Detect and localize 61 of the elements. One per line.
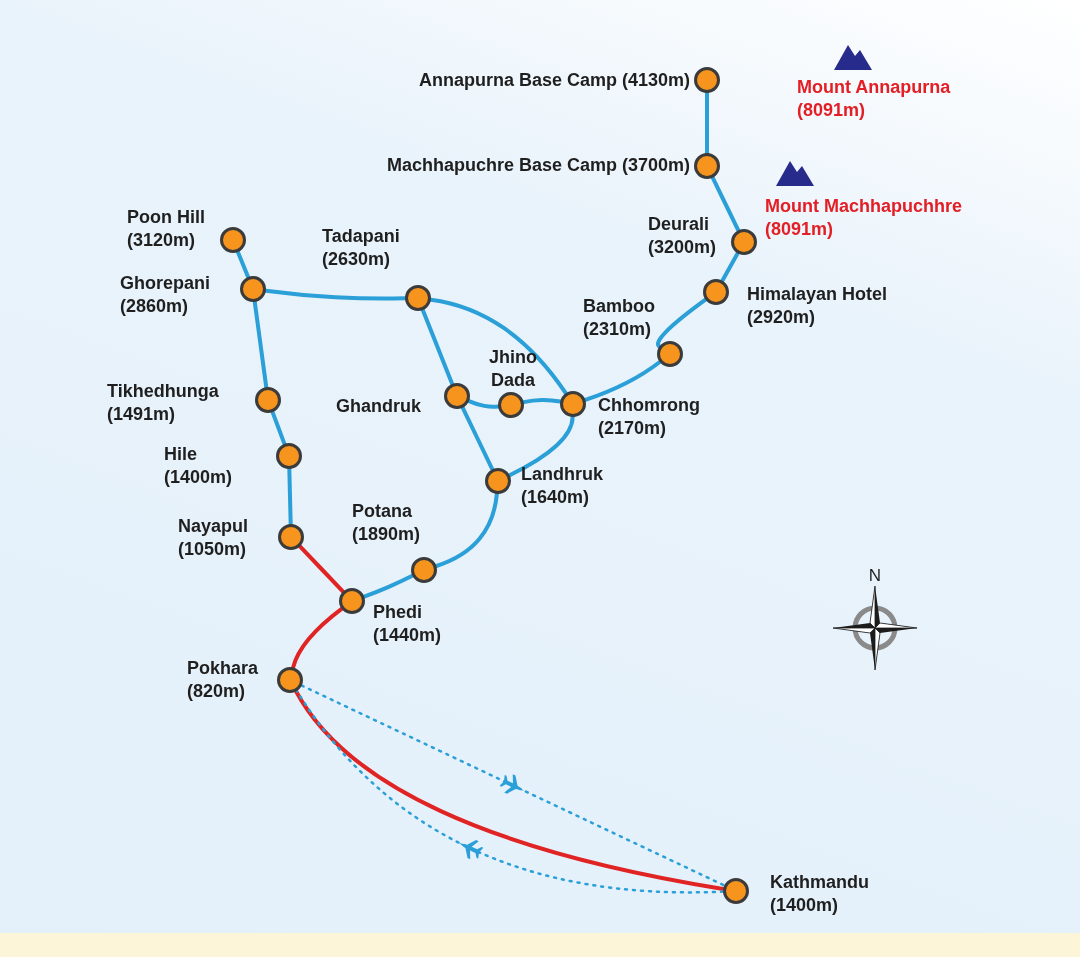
route-line	[362, 573, 415, 599]
place-label: Jhino Dada	[488, 346, 538, 391]
location-dot	[498, 392, 524, 418]
place-label: Ghandruk	[336, 395, 422, 418]
location-dot	[278, 524, 304, 550]
route-line	[291, 606, 344, 670]
place-label: Poon Hill (3120m)	[127, 206, 206, 251]
route-line	[287, 467, 293, 526]
peak-label: Mount Machhapuchhre (8091m)	[765, 195, 963, 240]
location-dot	[694, 67, 720, 93]
location-dot	[485, 468, 511, 494]
location-dot	[405, 285, 431, 311]
peak-label: Mount Annapurna (8091m)	[797, 76, 952, 121]
place-label: Potana (1890m)	[352, 500, 422, 545]
location-dot	[339, 588, 365, 614]
place-label: Hile (1400m)	[164, 443, 234, 488]
location-dot	[444, 383, 470, 409]
place-label: Kathmandu (1400m)	[770, 871, 870, 916]
route-line	[235, 250, 251, 279]
route-line	[428, 297, 568, 396]
location-dot	[255, 387, 281, 413]
place-label: Bamboo (2310m)	[583, 295, 656, 340]
route-line	[460, 405, 495, 472]
place-label: Himalayan Hotel (2920m)	[747, 283, 889, 328]
route-line	[705, 91, 709, 155]
location-dot	[657, 341, 683, 367]
location-dot	[411, 557, 437, 583]
location-dot	[276, 443, 302, 469]
route-line	[521, 397, 563, 405]
location-dot	[277, 667, 303, 693]
place-label: Phedi (1440m)	[373, 601, 443, 646]
place-label: Annapurna Base Camp (4130m)	[417, 69, 690, 92]
place-label: Nayapul (1050m)	[178, 515, 250, 560]
place-label: Pokhara (820m)	[187, 657, 260, 702]
north-label: N	[867, 565, 883, 587]
location-dot	[694, 153, 720, 179]
location-dot	[723, 878, 749, 904]
place-label: Tikhedhunga (1491m)	[107, 380, 220, 425]
place-label: Machhapuchre Base Camp (3700m)	[385, 154, 690, 177]
location-dot	[560, 391, 586, 417]
route-line	[720, 251, 740, 283]
place-label: Chhomrong (2170m)	[598, 394, 701, 439]
location-dot	[240, 276, 266, 302]
route-line	[270, 410, 287, 446]
place-label: Landhruk (1640m)	[521, 463, 604, 508]
route-line	[263, 288, 407, 301]
location-dot	[703, 279, 729, 305]
place-label: Tadapani (2630m)	[322, 225, 401, 270]
route-line	[434, 491, 499, 568]
route-line	[710, 175, 741, 233]
place-label: Ghorepani (2860m)	[120, 272, 211, 317]
location-dot	[731, 229, 757, 255]
route-line	[420, 308, 455, 386]
route-line	[297, 544, 346, 594]
route-line	[507, 415, 575, 478]
route-line	[466, 399, 501, 409]
route-line	[583, 359, 662, 402]
location-dot	[220, 227, 246, 253]
place-label: Deurali (3200m)	[648, 213, 718, 258]
route-line	[656, 297, 708, 349]
route-line	[252, 299, 269, 390]
